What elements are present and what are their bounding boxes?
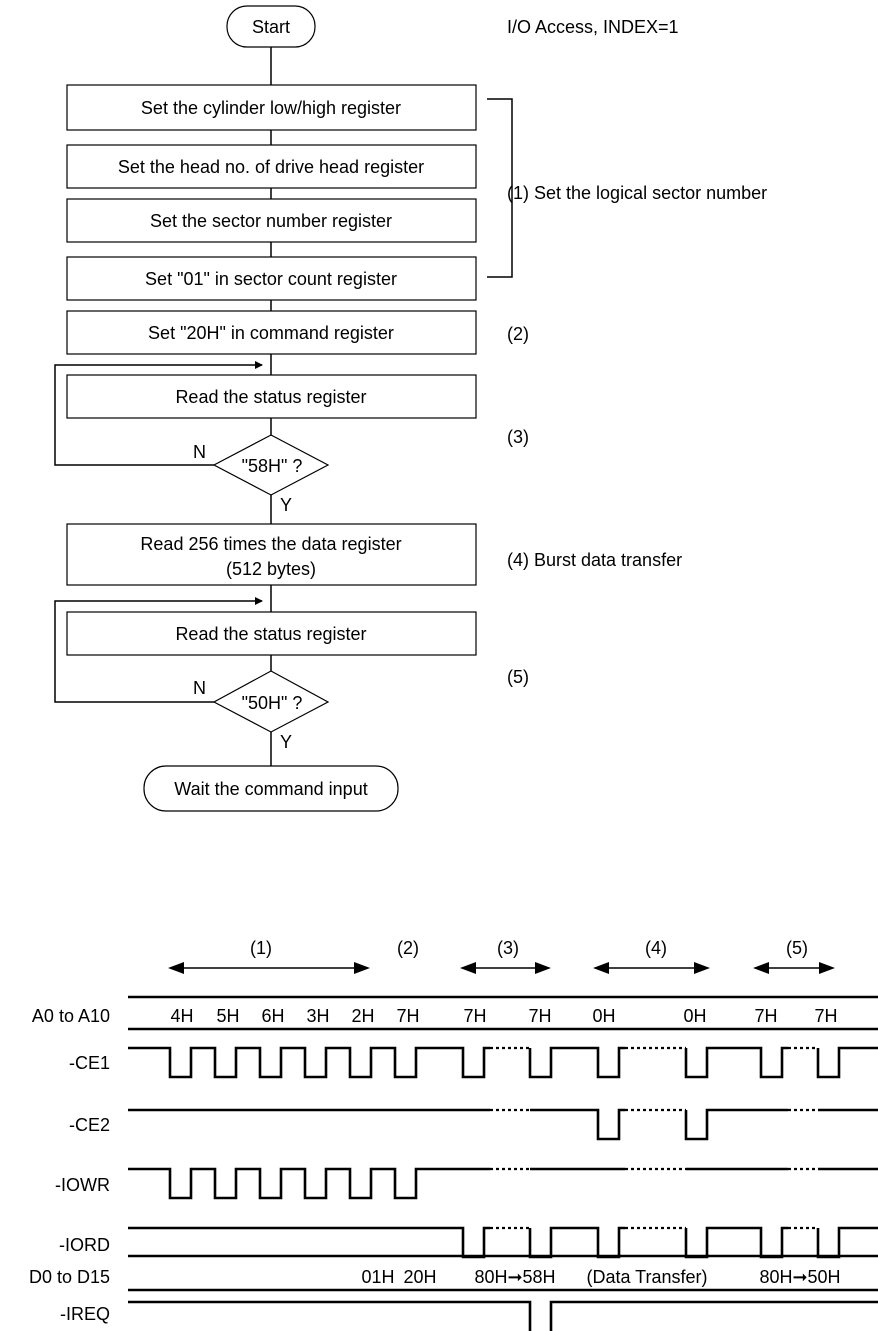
- address-value: 7H: [754, 1006, 777, 1026]
- data-value: 01H: [361, 1267, 394, 1287]
- data-values: 01H 20H 80H➞58H (Data Transfer) 80H➞50H: [361, 1267, 840, 1287]
- command-step-label: Set "20H" in command register: [148, 323, 394, 343]
- address-value: 6H: [261, 1006, 284, 1026]
- annotation-4: (4) Burst data transfer: [507, 550, 682, 570]
- data-value: (Data Transfer): [586, 1267, 707, 1287]
- read-data-bytes: (512 bytes): [226, 559, 316, 579]
- annotation-1: (1) Set the logical sector number: [507, 183, 767, 203]
- address-value: 4H: [170, 1006, 193, 1026]
- head-step-box: [66, 144, 477, 189]
- decision-50h-yes: Y: [280, 732, 292, 752]
- flowchart: Start I/O Access, INDEX=1 Set the cylind…: [54, 5, 767, 812]
- command-step-box: [66, 310, 477, 355]
- end-terminal: [143, 765, 399, 812]
- start-terminal: [226, 5, 316, 48]
- address-value: 7H: [463, 1006, 486, 1026]
- read-status-label-2: Read the status register: [175, 624, 366, 644]
- signal-ce1: -CE1: [69, 1053, 110, 1073]
- signal-iowr: -IOWR: [55, 1175, 110, 1195]
- signal-iord: -IORD: [59, 1235, 110, 1255]
- ireq-waveform: [128, 1300, 878, 1331]
- address-value: 0H: [683, 1006, 706, 1026]
- decision-50h-no: N: [193, 678, 206, 698]
- count-step-box: [66, 256, 477, 301]
- read-status-box-2: [66, 611, 477, 656]
- address-value: 7H: [814, 1006, 837, 1026]
- signal-names: A0 to A10 -CE1 -CE2 -IOWR -IORD D0 to D1…: [29, 1006, 110, 1324]
- decision-50h-label: "50H" ?: [242, 693, 303, 713]
- phase-2-label: (2): [397, 938, 419, 958]
- decision-58h: [212, 434, 330, 496]
- signal-ce2: -CE2: [69, 1115, 110, 1135]
- address-value: 0H: [592, 1006, 615, 1026]
- address-value: 7H: [396, 1006, 419, 1026]
- decision-58h-label: "58H" ?: [242, 456, 303, 476]
- sector-step-box: [66, 198, 477, 243]
- cylinder-step-label: Set the cylinder low/high register: [141, 98, 401, 118]
- end-label: Wait the command input: [174, 779, 367, 799]
- phase-1-label: (1): [250, 938, 272, 958]
- decision-50h: [212, 670, 330, 733]
- head-step-label: Set the head no. of drive head register: [118, 157, 424, 177]
- iowr-waveform: [128, 1167, 878, 1200]
- flow-connectors: [54, 47, 513, 766]
- signal-ireq: -IREQ: [60, 1304, 110, 1324]
- phase-4-label: (4): [645, 938, 667, 958]
- ce2-waveform: [128, 1108, 878, 1141]
- read-data-label: Read 256 times the data register: [140, 534, 401, 554]
- annotation-2: (2): [507, 324, 529, 344]
- start-label: Start: [252, 17, 290, 37]
- address-value: 3H: [306, 1006, 329, 1026]
- annotation-3: (3): [507, 427, 529, 447]
- mode-label: I/O Access, INDEX=1: [507, 17, 679, 37]
- data-value: 80H➞50H: [759, 1267, 840, 1287]
- annotation-5: (5): [507, 667, 529, 687]
- data-value: 80H➞58H: [474, 1267, 555, 1287]
- count-step-label: Set "01" in sector count register: [145, 269, 397, 289]
- address-value: 7H: [528, 1006, 551, 1026]
- ce1-waveform: [128, 1046, 878, 1079]
- data-value: 20H: [403, 1267, 436, 1287]
- signal-address: A0 to A10: [32, 1006, 110, 1026]
- sector-step-label: Set the sector number register: [150, 211, 392, 231]
- cylinder-step-box: [66, 84, 477, 131]
- iord-waveform: [128, 1226, 878, 1259]
- read-data-box: [66, 523, 477, 586]
- phase-markers: (1) (2) (3) (4) (5): [168, 938, 835, 974]
- address-value: 5H: [216, 1006, 239, 1026]
- read-status-box-1: [66, 374, 477, 419]
- signal-data: D0 to D15: [29, 1267, 110, 1287]
- phase-5-label: (5): [786, 938, 808, 958]
- phase-3-label: (3): [497, 938, 519, 958]
- address-value: 2H: [351, 1006, 374, 1026]
- read-status-label-1: Read the status register: [175, 387, 366, 407]
- timing-diagram: (1) (2) (3) (4) (5) A0 to A10 -CE1 -CE2 …: [29, 938, 878, 1331]
- address-values: 4H 5H 6H 3H 2H 7H 7H 7H 0H 0H 7H 7H: [170, 1006, 837, 1026]
- decision-58h-no: N: [193, 442, 206, 462]
- decision-58h-yes: Y: [280, 495, 292, 515]
